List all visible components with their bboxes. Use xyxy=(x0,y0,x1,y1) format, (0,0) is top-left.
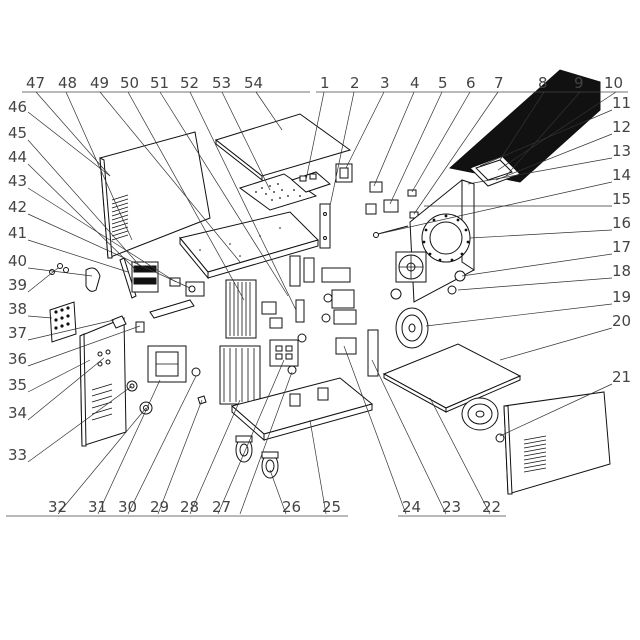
cable-gland-a xyxy=(454,270,466,282)
callout-18: 18 xyxy=(612,262,631,280)
callout-22: 22 xyxy=(482,498,501,516)
right-panel-louvres xyxy=(523,435,547,473)
callout-21: 21 xyxy=(612,368,631,386)
leader-lines xyxy=(27,91,617,515)
callout-11: 11 xyxy=(612,94,631,112)
callout-5: 5 xyxy=(438,74,448,92)
base-plate xyxy=(382,343,522,409)
spacer-bar xyxy=(367,329,379,377)
callout-52: 52 xyxy=(180,74,199,92)
callout-24: 24 xyxy=(402,498,421,516)
callout-7: 7 xyxy=(494,74,504,92)
control-panel-plate xyxy=(49,301,77,343)
pcb-board xyxy=(269,339,299,367)
top-cover xyxy=(214,113,352,177)
callout-39: 39 xyxy=(8,276,27,294)
callout-47: 47 xyxy=(26,74,45,92)
callout-20: 20 xyxy=(612,312,631,330)
callout-labels: 47 48 49 50 51 52 53 54 1 2 3 4 5 6 7 8 … xyxy=(8,74,631,516)
heatsink-upper xyxy=(225,279,257,339)
callout-54: 54 xyxy=(244,74,263,92)
relay-a xyxy=(369,181,383,193)
callout-50: 50 xyxy=(120,74,139,92)
callout-33: 33 xyxy=(8,446,27,464)
callout-3: 3 xyxy=(380,74,390,92)
callout-30: 30 xyxy=(118,498,137,516)
callout-31: 31 xyxy=(88,498,107,516)
callout-16: 16 xyxy=(612,214,631,232)
vertical-strip xyxy=(319,203,331,249)
label-underlines xyxy=(6,91,628,517)
left-panel-louvres xyxy=(111,194,129,241)
callout-4: 4 xyxy=(410,74,420,92)
callout-35: 35 xyxy=(8,376,27,394)
callout-37: 37 xyxy=(8,324,27,342)
callout-27: 27 xyxy=(212,498,231,516)
front-panel xyxy=(79,317,127,447)
front-handle xyxy=(85,267,101,292)
callout-1: 1 xyxy=(320,74,330,92)
callout-41: 41 xyxy=(8,224,27,242)
callout-8: 8 xyxy=(538,74,548,92)
callout-14: 14 xyxy=(612,166,631,184)
callout-45: 45 xyxy=(8,124,27,142)
cable-gland-b xyxy=(447,285,457,295)
callout-10: 10 xyxy=(604,74,623,92)
handle-black-plate xyxy=(448,69,601,183)
callout-53: 53 xyxy=(212,74,231,92)
callout-2: 2 xyxy=(350,74,360,92)
callout-46: 46 xyxy=(8,98,27,116)
callout-40: 40 xyxy=(8,252,27,270)
mounting-bracket xyxy=(111,315,127,329)
callout-15: 15 xyxy=(612,190,631,208)
callout-51: 51 xyxy=(150,74,169,92)
callout-36: 36 xyxy=(8,350,27,368)
callout-32: 32 xyxy=(48,498,67,516)
callout-17: 17 xyxy=(612,238,631,256)
callout-48: 48 xyxy=(58,74,77,92)
callout-13: 13 xyxy=(612,142,631,160)
callout-25: 25 xyxy=(322,498,341,516)
callout-43: 43 xyxy=(8,172,27,190)
callout-6: 6 xyxy=(466,74,476,92)
callout-34: 34 xyxy=(8,404,27,422)
callout-38: 38 xyxy=(8,300,27,318)
parts-drawing xyxy=(49,69,611,495)
callout-23: 23 xyxy=(442,498,461,516)
callout-12: 12 xyxy=(612,118,631,136)
callout-44: 44 xyxy=(8,148,27,166)
callout-42: 42 xyxy=(8,198,27,216)
callout-29: 29 xyxy=(150,498,169,516)
callout-28: 28 xyxy=(180,498,199,516)
callout-49: 49 xyxy=(90,74,109,92)
callout-9: 9 xyxy=(574,74,584,92)
callout-26: 26 xyxy=(282,498,301,516)
callout-19: 19 xyxy=(612,288,631,306)
relay-b xyxy=(383,199,399,213)
right-side-panel xyxy=(503,391,611,495)
